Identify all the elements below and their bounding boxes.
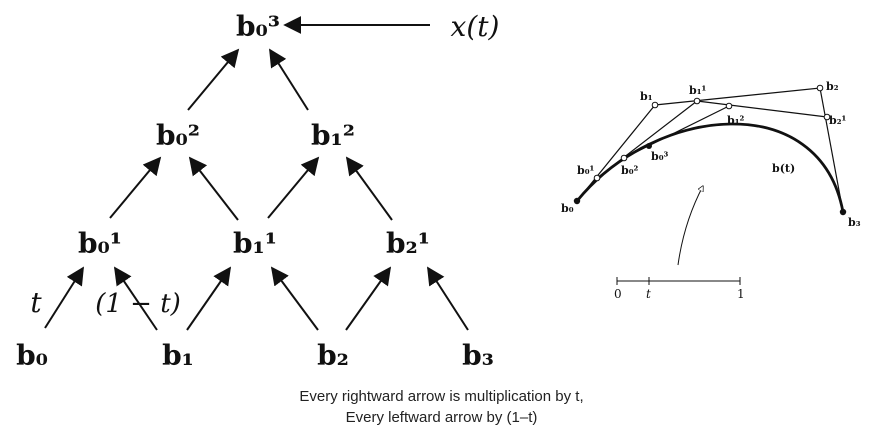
node-b3: b₃ (462, 339, 494, 372)
label-b0: b₀ (561, 202, 574, 215)
point-b12 (725, 102, 733, 110)
node-b2: b₂ (317, 339, 349, 372)
label-b03: b₀³ (651, 150, 669, 163)
arrow-b0-b01 (44, 266, 84, 329)
point-b2 (816, 84, 824, 92)
point-b03 (646, 143, 652, 149)
output-label: x(t) (451, 10, 500, 43)
point-b11 (693, 97, 701, 105)
point-b02 (620, 154, 628, 162)
arrow-b11-b12 (267, 156, 320, 219)
arrow-b2-b11 (270, 266, 319, 331)
control-polygon (576, 87, 844, 213)
node-b0: b₀ (16, 339, 48, 372)
factor-t-label: t (30, 286, 42, 319)
point-b0 (573, 197, 581, 205)
node-b03: b₀³ (236, 10, 280, 43)
node-b1: b₁ (162, 339, 194, 372)
arrow-b12-b03 (269, 48, 309, 111)
label-b1: b₁ (640, 90, 653, 103)
arrow-b02-b03 (187, 48, 240, 111)
point-b1 (651, 101, 659, 109)
arrow-b1-b01 (113, 266, 158, 331)
point-b01 (593, 174, 601, 182)
caption: Every rightward arrow is multiplication … (0, 386, 883, 428)
segment-b11-b21 (696, 100, 828, 118)
pyramid-arrows (44, 16, 469, 331)
arrow-b21-b12 (345, 156, 393, 221)
caption-line-2: Every leftward arrow by (1–t) (345, 409, 538, 426)
axis-label-1: 1 (737, 287, 745, 301)
arrow-b1-b11 (186, 266, 232, 331)
label-b02: b₀² (621, 164, 639, 177)
curve-figure: b₀ b₁ b₁¹ b₂ b₁² b₂¹ b₀¹ b₀² b₀³ b₃ b(t)… (561, 80, 861, 301)
axis-label-t: t (646, 287, 651, 301)
node-b01: b₀¹ (78, 227, 122, 260)
label-b11: b₁¹ (689, 84, 707, 97)
arrow-b2-b21 (345, 266, 392, 331)
arrow-b3-b21 (427, 266, 469, 331)
node-b11: b₁¹ (233, 227, 277, 260)
label-b12: b₁² (727, 114, 745, 127)
node-b21: b₂¹ (386, 227, 430, 260)
label-b3: b₃ (848, 216, 861, 229)
factor-one-minus-t-label: (1 − t) (95, 289, 181, 319)
point-b21 (823, 113, 831, 121)
axis-label-0: 0 (614, 287, 622, 301)
arrow-b11-b02 (188, 156, 239, 221)
label-b2: b₂ (826, 80, 839, 93)
node-b02: b₀² (156, 119, 200, 152)
node-b12: b₁² (311, 119, 355, 152)
caption-line-1: Every rightward arrow is multiplication … (299, 388, 584, 405)
bezier-curve (575, 122, 845, 213)
pyramid: b₀³ x(t) b₀² b₁² b₀¹ b₁¹ b₂¹ b₀ b₁ b₂ b₃… (16, 10, 499, 372)
point-b3 (839, 208, 847, 216)
parameter-arrow (677, 186, 703, 266)
arrow-b01-b02 (109, 156, 162, 219)
curve-label: b(t) (772, 162, 795, 175)
label-b01: b₀¹ (577, 164, 595, 177)
label-b21: b₂¹ (829, 114, 847, 127)
